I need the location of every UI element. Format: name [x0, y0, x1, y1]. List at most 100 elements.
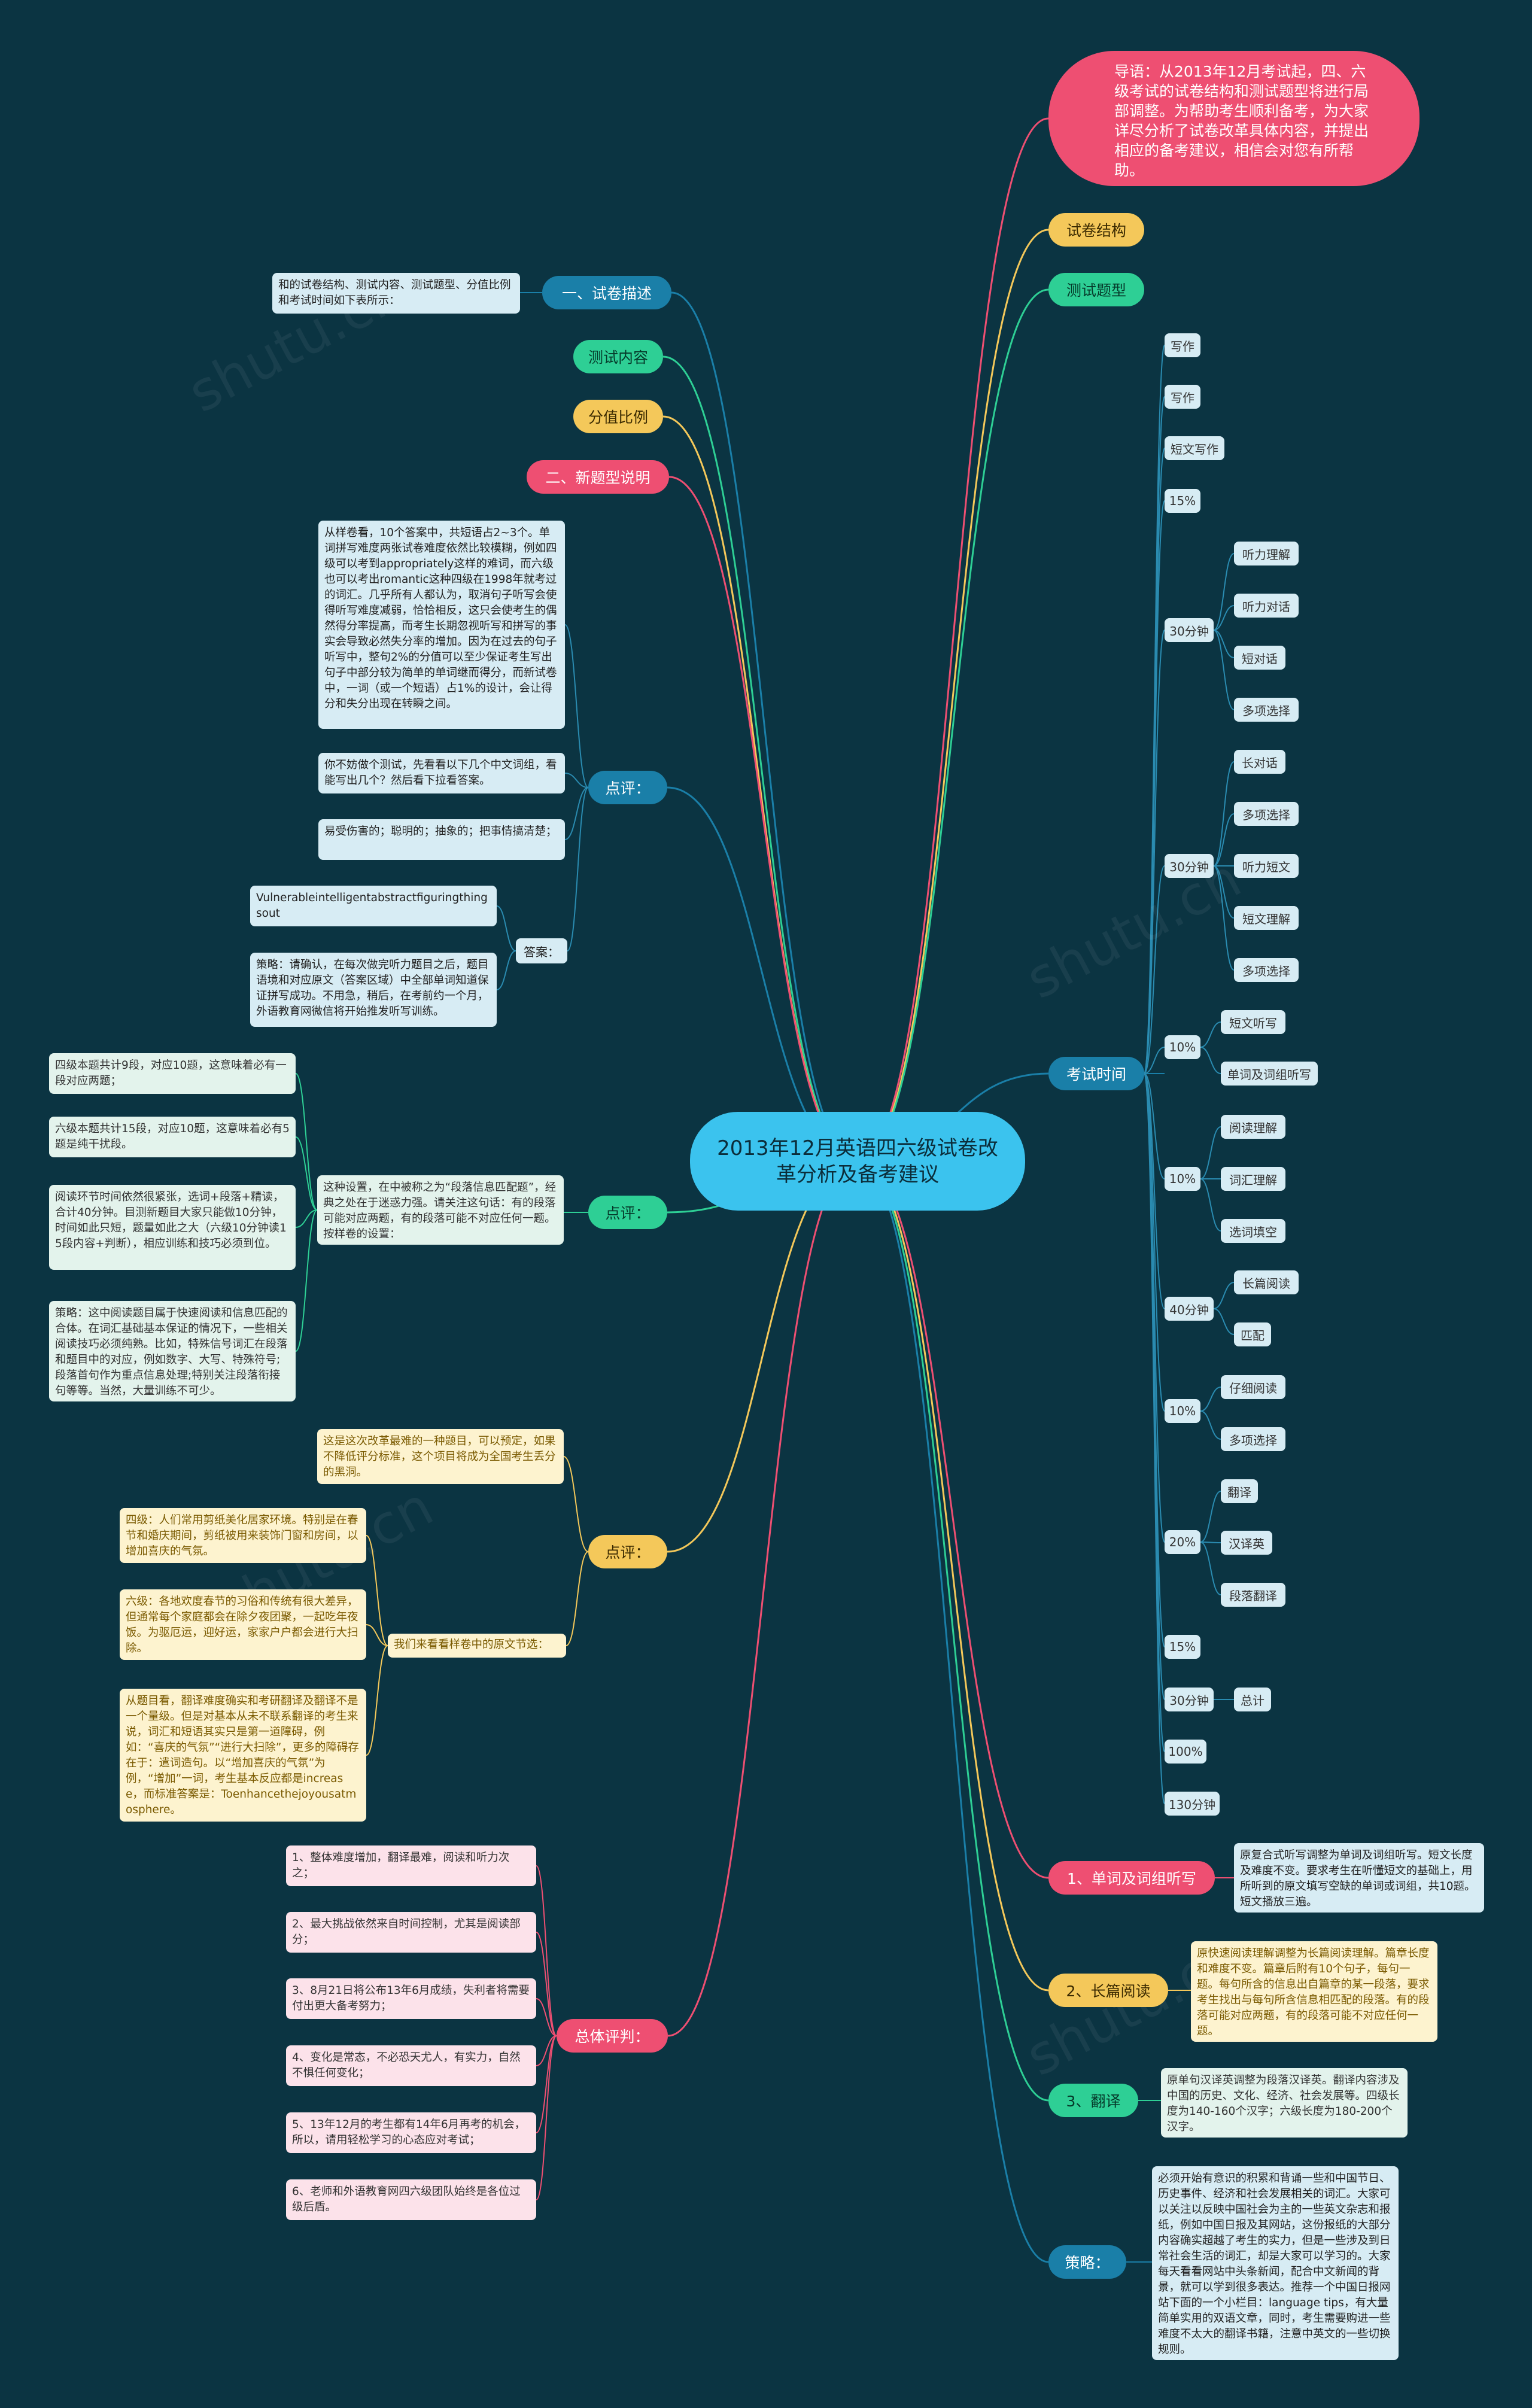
connector [1200, 1178, 1221, 1232]
connector [857, 117, 1049, 1162]
type-tag[interactable]: 10% [1165, 1035, 1200, 1059]
reading-item[interactable]: 长篇阅读 [1234, 1270, 1299, 1294]
listening-item[interactable]: 听力理解 [1234, 542, 1299, 565]
listening-item[interactable]: 短文理解 [1234, 906, 1299, 930]
review-long-reading-note[interactable]: 这种设置，在中被称之为“段落信息匹配题”，经典之处在于迷惑力强。请关注这句话：有… [317, 1175, 564, 1245]
connector [564, 773, 589, 788]
translation-item[interactable]: 汉译英 [1221, 1531, 1272, 1555]
listening-item[interactable]: 听力对话 [1234, 594, 1299, 618]
connector [564, 787, 589, 840]
type-tag[interactable]: 30分钟 [1165, 854, 1214, 878]
reading-item[interactable]: 词汇理解 [1221, 1167, 1285, 1191]
paper-description-note[interactable]: 和的试卷结构、测试内容、测试题型、分值比例和考试时间如下表所示： [272, 273, 520, 314]
overall-item[interactable]: 6、老师和外语教育网四六级团队始终是各位过级后盾。 [286, 2179, 536, 2220]
branch-new-question-types[interactable]: 二、新题型说明 [527, 460, 669, 494]
type-tag[interactable]: 短文写作 [1165, 436, 1224, 460]
review-translation-item[interactable]: 四级：人们常用剪纸美化居家环境。特别是在春节和婚庆期间，剪纸被用来装饰门窗和房间… [120, 1508, 366, 1563]
connector [1200, 1021, 1221, 1048]
review-long-reading-item[interactable]: 阅读环节时间依然很紧张，选词+段落+精读，合计40分钟。目测新题目大家只能做10… [49, 1185, 296, 1270]
listening-item[interactable]: 多项选择 [1234, 698, 1299, 722]
branch-translation[interactable]: 3、翻译 [1048, 2084, 1138, 2117]
type-tag[interactable]: 40分钟 [1165, 1297, 1214, 1321]
answer-strategy[interactable]: 策略：请确认，在每次做完听力题目之后，题目语境和对应原文（答案区域）中全部单词知… [250, 953, 497, 1027]
dictation-item[interactable]: 单词及词组听写 [1221, 1062, 1318, 1086]
branch-dictation-change[interactable]: 1、单词及词组听写 [1048, 1861, 1215, 1895]
type-tag[interactable]: 写作 [1165, 385, 1200, 409]
type-tag[interactable]: 30分钟 [1165, 618, 1214, 642]
strategy-note[interactable]: 必须开始有意识的积累和背诵一些和中国节日、历史事件、经济和社会发展相关的词汇。大… [1152, 2166, 1399, 2360]
review-long-reading[interactable]: 点评： [588, 1196, 667, 1229]
review-translation[interactable]: 点评： [588, 1535, 667, 1568]
type-tag[interactable]: 写作 [1165, 333, 1200, 357]
type-tag[interactable]: 15% [1165, 489, 1200, 513]
branch-score-ratio[interactable]: 分值比例 [573, 400, 663, 433]
translation-item[interactable]: 段落翻译 [1221, 1583, 1285, 1607]
connector [536, 2035, 557, 2200]
dictation-change-note[interactable]: 原复合式听写调整为单词及词组听写。短文长度及难度不变。要求考生在听懂短文的基础上… [1234, 1843, 1484, 1913]
type-tag[interactable]: 30分钟 [1165, 1688, 1214, 1711]
listening-item[interactable]: 短对话 [1234, 646, 1285, 670]
connector [1200, 1126, 1221, 1179]
branch-exam-time[interactable]: 考试时间 [1048, 1057, 1144, 1090]
translation-note[interactable]: 原单句汉译英调整为段落汉译英。翻译内容涉及中国的历史、文化、经济、社会发展等。四… [1161, 2068, 1408, 2138]
review-dictation-note[interactable]: 从样卷看，10个答案中，共短语占2~3个。单词拼写难度两张试卷难度依然比较模糊，… [318, 521, 565, 729]
overall-item[interactable]: 4、变化是常态，不必恐天尤人，有实力，自然不惧任何变化； [286, 2045, 536, 2086]
reading-item[interactable]: 选词填空 [1221, 1219, 1285, 1243]
review-translation-top[interactable]: 这是这次改革最难的一种题目，可以预定，如果不降低评分标准，这个项目将成为全国考生… [317, 1429, 564, 1484]
branch-paper-description[interactable]: 一、试卷描述 [542, 276, 671, 309]
overall-item[interactable]: 5、13年12月的考生都有14年6月再考的机会，所以，请用轻松学习的心态应对考试… [286, 2112, 536, 2153]
reading-item[interactable]: 匹配 [1234, 1322, 1271, 1346]
listening-item[interactable]: 长对话 [1234, 750, 1285, 774]
type-tag[interactable]: 10% [1165, 1399, 1200, 1423]
connector [566, 1551, 589, 1646]
overall-item[interactable]: 1、整体难度增加，翻译最难，阅读和听力次之； [286, 1845, 536, 1886]
translation-item[interactable]: 翻译 [1221, 1479, 1258, 1503]
reading-item[interactable]: 阅读理解 [1221, 1115, 1285, 1139]
type-tag[interactable]: 15% [1165, 1635, 1200, 1659]
review-dictation-words[interactable]: 易受伤害的；聪明的；抽象的；把事情搞清楚； [318, 819, 565, 860]
long-reading-note[interactable]: 原快速阅读理解调整为长篇阅读理解。篇章长度和难度不变。篇章后附有10个句子，每句… [1191, 1941, 1437, 2042]
listening-item[interactable]: 听力短文 [1234, 854, 1299, 878]
type-tag[interactable]: 100% [1165, 1740, 1206, 1764]
review-translation-sub[interactable]: 我们来看看样卷中的原文节选： [388, 1634, 566, 1658]
type-tag[interactable]: 20% [1165, 1530, 1200, 1554]
central-topic[interactable]: 2013年12月英语四六级试卷改革分析及备考建议 [690, 1112, 1025, 1211]
connector [496, 950, 516, 990]
branch-strategy[interactable]: 策略： [1048, 2245, 1126, 2279]
dictation-item[interactable]: 短文听写 [1221, 1010, 1285, 1034]
overall-item[interactable]: 3、8月21日将公布13年6月成绩，失利者将需要付出更大备考努力； [286, 1978, 536, 2019]
review-translation-item[interactable]: 从题目看，翻译难度确实和考研翻译及翻译不是一个量级。但是对基本从未不联系翻译的考… [120, 1689, 366, 1822]
connector [1144, 1073, 1165, 1179]
type-tag[interactable]: 130分钟 [1165, 1792, 1220, 1816]
review-long-reading-item[interactable]: 四级本题共计9段，对应10题，这意味着必有一段对应两题； [49, 1053, 296, 1094]
review-dictation-test[interactable]: 你不妨做个测试，先看看以下几个中文词组，看能写出几个？然后看下拉看答案。 [318, 753, 565, 793]
connector [1213, 1282, 1235, 1309]
total-item[interactable]: 总计 [1234, 1688, 1271, 1711]
connector [295, 1073, 318, 1211]
connector [536, 1932, 557, 2036]
connector [1144, 1073, 1165, 1804]
connector [1200, 1542, 1221, 1543]
branch-test-types[interactable]: 测试题型 [1048, 273, 1144, 306]
intro-note[interactable]: 导语：从2013年12月考试起，四、六级考试的试卷结构和测试题型将进行局部调整。… [1048, 51, 1419, 186]
type-tag[interactable]: 10% [1165, 1167, 1200, 1191]
overall-item[interactable]: 2、最大挑战依然来自时间控制，尤其是阅读部分； [286, 1912, 536, 1953]
review-translation-item[interactable]: 六级：各地欢度春节的习俗和传统有很大差异，但通常每个家庭都会在除夕夜团聚，一起吃… [120, 1589, 366, 1660]
connector [662, 415, 858, 1162]
review-long-reading-item[interactable]: 六级本题共计15段，对应10题，这意味着必有5题是纯干扰段。 [49, 1117, 296, 1157]
review-dictation[interactable]: 点评： [588, 771, 667, 804]
branch-test-content[interactable]: 测试内容 [573, 340, 663, 373]
careful-reading-item[interactable]: 仔细阅读 [1221, 1375, 1285, 1399]
review-long-reading-item[interactable]: 策略：这中阅读题目属于快速阅读和信息匹配的合体。在词汇基础基本保证的情况下，一些… [49, 1301, 296, 1401]
connector [1200, 1410, 1221, 1440]
branch-exam-structure[interactable]: 试卷结构 [1048, 213, 1144, 247]
answer-label[interactable]: 答案： [516, 938, 567, 963]
connector [1144, 1047, 1165, 1074]
branch-overall-review[interactable]: 总体评判： [557, 2019, 668, 2053]
answer-text[interactable]: Vulnerableintelligentabstractfiguringthi… [250, 886, 497, 926]
listening-item[interactable]: 多项选择 [1234, 802, 1299, 826]
listening-item[interactable]: 多项选择 [1234, 958, 1299, 982]
branch-long-reading[interactable]: 2、长篇阅读 [1048, 1974, 1168, 2007]
careful-reading-item[interactable]: 多项选择 [1221, 1427, 1285, 1451]
